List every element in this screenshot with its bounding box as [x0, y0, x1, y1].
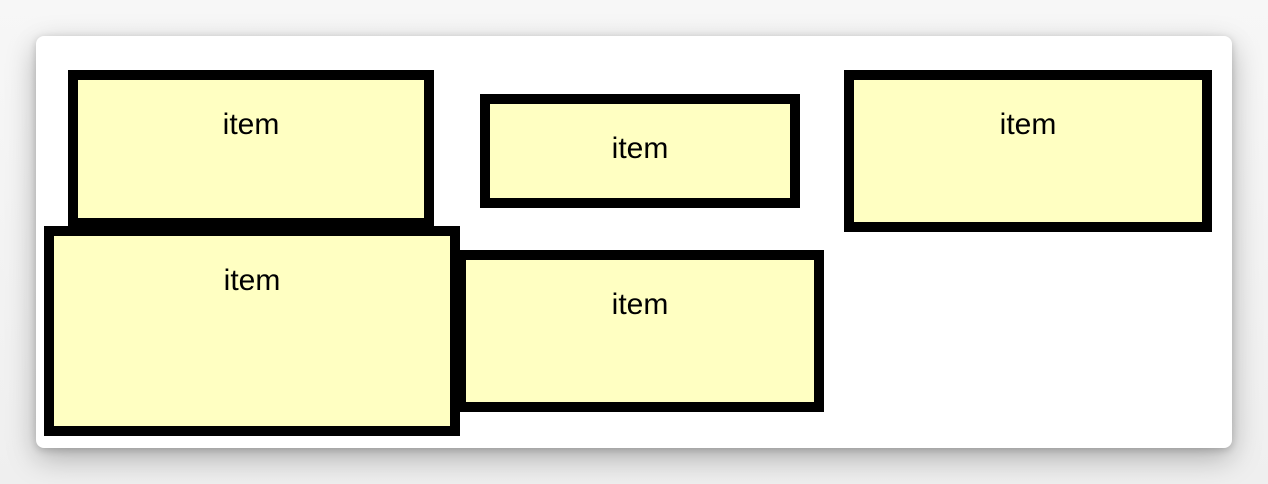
flex-item-4: item — [44, 226, 460, 436]
flex-item-5: item — [456, 250, 824, 412]
flex-item-2: item — [480, 94, 800, 208]
flex-item-1: item — [68, 70, 434, 228]
flex-item-3: item — [844, 70, 1212, 232]
flex-container: item item item item item — [36, 36, 1232, 448]
item-label: item — [223, 264, 281, 297]
item-label: item — [611, 132, 669, 165]
item-label: item — [222, 108, 280, 141]
item-label: item — [611, 288, 669, 321]
item-label: item — [999, 108, 1057, 141]
